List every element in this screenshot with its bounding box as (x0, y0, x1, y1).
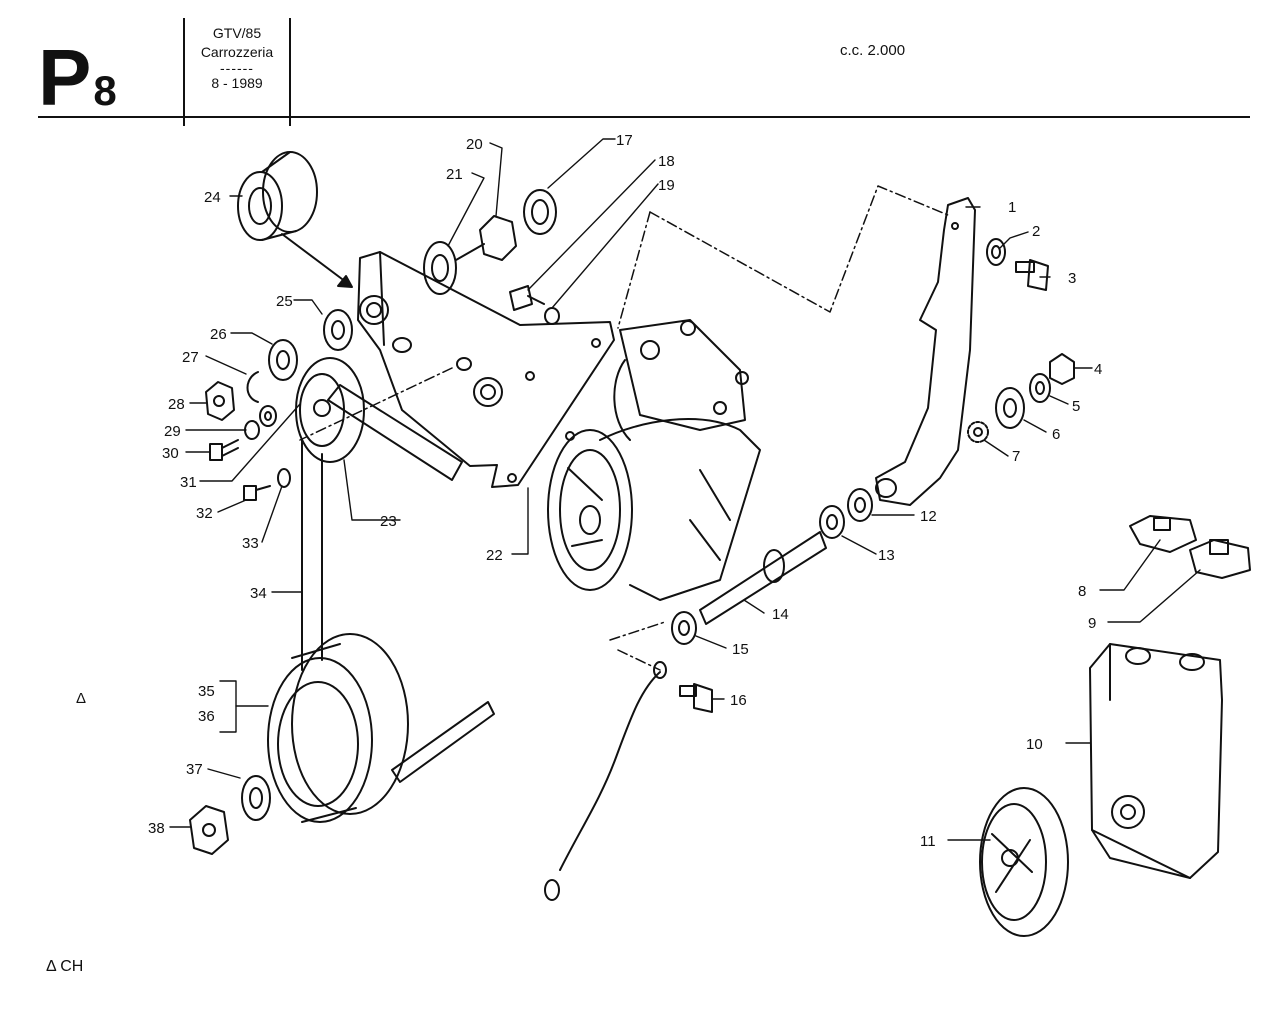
leader-lines (169, 138, 1201, 841)
nut-part-38 (189, 805, 229, 855)
callout-9: 9 (1088, 615, 1096, 632)
date-label: 8 - 1989 (211, 75, 263, 91)
callout-32: 32 (196, 505, 213, 522)
page-code: P8 (38, 38, 117, 118)
bracket-part-9 (1189, 539, 1251, 579)
callout-30: 30 (162, 445, 179, 462)
lock-washer-part-7 (967, 421, 989, 443)
bolt-part-18 (509, 285, 545, 311)
bearing-part-21 (423, 241, 485, 295)
callout-26: 26 (210, 326, 227, 343)
callout-36: 36 (198, 708, 215, 725)
nut-part-4 (1049, 353, 1075, 385)
callout-12: 12 (920, 508, 937, 525)
engine-displacement: c.c. 2.000 (840, 42, 906, 59)
washer-part-19 (544, 307, 560, 325)
callout-29: 29 (164, 423, 181, 440)
washer-part-5 (1029, 373, 1051, 403)
callout-37: 37 (186, 761, 203, 778)
ground-cable (544, 661, 667, 901)
pulley-part-23 (295, 357, 365, 463)
bearing-part-25 (323, 309, 353, 351)
seal-part-17 (523, 189, 557, 235)
clutch-pulley-part-35-36 (267, 633, 409, 823)
model-label: GTV/85 (212, 25, 262, 41)
callout-16: 16 (730, 692, 747, 709)
callout-22: 22 (486, 547, 503, 564)
footnote: Δ CH (46, 958, 84, 975)
callout-28: 28 (168, 396, 185, 413)
callout-11: 11 (920, 833, 936, 850)
bracket-part-8 (1129, 515, 1197, 553)
nut-part-28 (205, 381, 235, 421)
page-number: 8 (93, 67, 117, 114)
washer-part-15 (671, 611, 697, 645)
washer-part-29 (244, 420, 260, 440)
callout-7: 7 (1012, 448, 1020, 465)
callout-3: 3 (1068, 270, 1076, 287)
compressor-body-part-10 (1089, 643, 1223, 879)
callout-6: 6 (1052, 426, 1060, 443)
callout-21: 21 (446, 166, 463, 183)
washer-part-33 (277, 468, 291, 488)
callout-23: 23 (380, 513, 397, 530)
header-separator: ------ (220, 60, 254, 76)
bolt-part-32 (243, 485, 271, 501)
callout-13: 13 (878, 547, 895, 564)
bracket-part-1 (875, 197, 976, 506)
callout-35: 35 (198, 683, 215, 700)
callout-33: 33 (242, 535, 259, 552)
washer-part-37 (241, 775, 271, 821)
bolt-part-3 (1015, 259, 1049, 291)
bolt-part-30 (209, 439, 239, 461)
callout-2: 2 (1032, 223, 1040, 240)
callout-20: 20 (466, 136, 483, 153)
header-rule (38, 116, 1250, 118)
clutch-assembly-part-11 (979, 787, 1069, 937)
clip-part-27 (246, 371, 259, 403)
spacer-shaft-part-14 (699, 531, 827, 625)
washer-part-13 (819, 505, 845, 539)
callout-19: 19 (658, 177, 675, 194)
callout-14: 14 (772, 606, 789, 623)
nut-part-20 (479, 215, 517, 261)
callout-34: 34 (250, 585, 267, 602)
callout-8: 8 (1078, 583, 1086, 600)
callout-5: 5 (1072, 398, 1080, 415)
callout-4: 4 (1094, 361, 1102, 378)
callout-25: 25 (276, 293, 293, 310)
washer-part-2 (986, 238, 1006, 266)
washer-part-6 (995, 387, 1025, 429)
washer-part-26 (268, 339, 298, 381)
callout-24: 24 (204, 189, 221, 206)
bolt-part-16 (679, 683, 713, 713)
alignment-lines (299, 185, 949, 671)
callout-38: 38 (148, 820, 165, 837)
compressor-assembly-view (547, 319, 761, 601)
legend-marker: Δ (76, 690, 87, 707)
mounting-plate-part-22 (327, 251, 615, 488)
callout-17: 17 (616, 132, 633, 149)
callout-27: 27 (182, 349, 199, 366)
washer-part-31 (259, 405, 277, 427)
callout-labels: 1 2 3 4 5 6 7 8 9 10 11 12 13 14 15 16 1… (148, 132, 1102, 850)
washer-part-12 (847, 488, 873, 522)
section-label: Carrozzeria (200, 44, 274, 60)
callout-15: 15 (732, 641, 749, 658)
page-letter: P (38, 33, 92, 122)
idler-roller-part-24 (237, 151, 353, 288)
callout-1: 1 (1008, 199, 1016, 216)
header-info-box: GTV/85 Carrozzeria ------ 8 - 1989 (183, 18, 291, 126)
callout-18: 18 (658, 153, 675, 170)
belt-part-34 (301, 439, 495, 783)
callout-31: 31 (180, 474, 197, 491)
callout-10: 10 (1026, 736, 1043, 753)
